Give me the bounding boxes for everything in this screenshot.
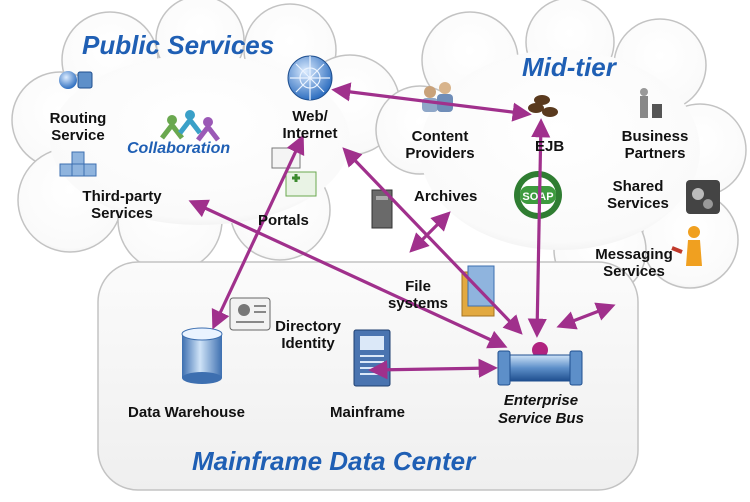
directory-identity-label: Directory Identity xyxy=(275,318,341,352)
connector-messaging-esb xyxy=(556,302,616,330)
routing-service-icon xyxy=(59,71,93,89)
connector-mainframe-esb xyxy=(368,358,498,380)
messaging-services-icon xyxy=(671,226,702,266)
esb-pipe-icon xyxy=(497,342,583,386)
mainframe-label: Mainframe xyxy=(330,404,406,421)
file-systems-label: File systems xyxy=(387,278,449,312)
file-systems-folder-icon xyxy=(461,265,495,317)
web-internet-label: Web/ Internet xyxy=(282,108,338,142)
web-globe-icon xyxy=(287,55,333,101)
business-partners-label: Business Partners xyxy=(621,128,689,162)
connectors xyxy=(188,82,616,380)
portals-label: Portals xyxy=(258,212,309,229)
connector-web-ejb xyxy=(331,82,532,122)
messaging-services-label: Messaging Services xyxy=(595,246,673,280)
content-providers-label: Content Providers xyxy=(405,128,475,162)
routing-service-label: Routing Service xyxy=(49,110,107,144)
third-party-blocks-icon xyxy=(59,151,97,177)
archives-label: Archives xyxy=(414,188,478,205)
data-warehouse-label: Data Warehouse xyxy=(128,404,245,421)
collaboration-label: Collaboration xyxy=(127,140,231,157)
mainframe-server-icon xyxy=(353,329,391,387)
mid-tier-title: Mid-tier xyxy=(522,52,616,82)
shared-services-label: Shared Services xyxy=(607,178,669,212)
third-party-services-label: Third-party Services xyxy=(82,188,162,222)
connector-archives xyxy=(409,211,451,253)
public-services-title: Public Services xyxy=(82,30,275,60)
enterprise-service-bus-label: Enterprise Service Bus xyxy=(498,392,584,427)
mainframe-data-center-title: Mainframe Data Center xyxy=(192,446,476,476)
data-warehouse-cylinder-icon xyxy=(181,327,223,384)
connector-thirdparty-esb xyxy=(188,199,508,349)
business-partners-icon xyxy=(640,88,662,118)
connector-ejb-esb xyxy=(527,118,551,338)
ejb-beans-icon xyxy=(528,95,558,117)
ejb-label: EJB xyxy=(535,138,565,155)
shared-services-gear-icon xyxy=(686,180,720,214)
